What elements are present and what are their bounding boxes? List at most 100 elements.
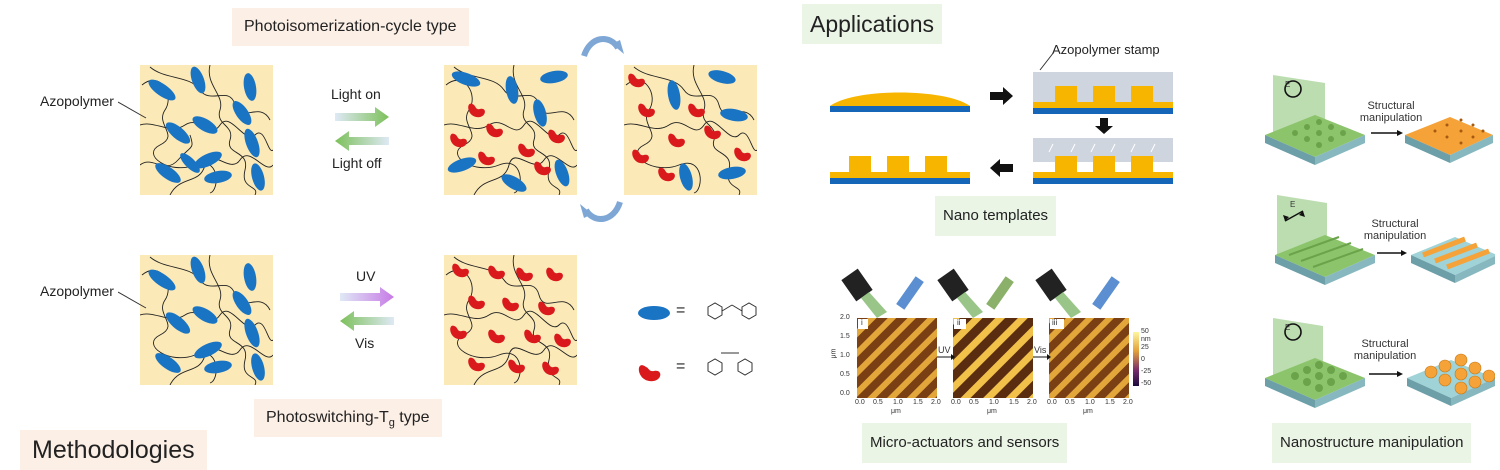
substrate-2 [1033, 108, 1173, 114]
afm-x-tick: 1.0 [893, 399, 903, 406]
cis-azo-symbol-icon [638, 365, 661, 382]
field-label-3: E [1285, 323, 1291, 332]
afm-x-tick: 0.0 [951, 399, 961, 406]
uv-vis-arrows [340, 287, 394, 331]
afm-x-tick: 1.0 [989, 399, 999, 406]
arrow-left-icon [990, 159, 1013, 177]
azopolymer-stamp-label: Azopolymer stamp [1052, 42, 1160, 57]
arrow-right-icon [990, 87, 1013, 105]
afm-x-tick: 0.5 [1065, 399, 1075, 406]
afm-x-unit: μm [1083, 408, 1093, 415]
cis-azobenzene-structure-icon [707, 352, 753, 376]
legend-equals-2: = [676, 358, 686, 375]
vis-label: Vis [355, 335, 375, 351]
light-arrows [335, 107, 389, 151]
molecule-legend [638, 302, 757, 382]
panel-cycle-2 [624, 65, 757, 195]
afm-cbar-tick: 50 [1141, 328, 1149, 335]
azopolymer-label-bottom: Azopolymer [40, 283, 114, 299]
light-on-label: Light on [331, 86, 381, 102]
afm-cbar-tick: -25 [1141, 368, 1152, 375]
gold-film [830, 92, 970, 106]
panel-cis-bottom [444, 255, 577, 385]
arrow-down-icon [1095, 118, 1113, 134]
afm-cbar-tick: -50 [1141, 380, 1152, 387]
field-label-1: E [1285, 80, 1291, 89]
structural-text: Structural [1367, 100, 1415, 112]
stamp-pointer [1039, 51, 1055, 71]
afm-uv-label: UV [938, 345, 951, 355]
afm-image-iii [1049, 318, 1129, 398]
afm-x-tick: 0.5 [969, 399, 979, 406]
afm-vis-label: Vis [1034, 345, 1047, 355]
afm-label-i: i [861, 318, 863, 327]
substrate-3 [1033, 178, 1173, 184]
afm-x-tick: 1.5 [1105, 399, 1115, 406]
afm-x-tick: 2.0 [931, 399, 941, 406]
structural-text: Structural [1361, 338, 1409, 350]
afm-x-tick: 2.0 [1027, 399, 1037, 406]
polymer-chains-cycle-2 [624, 65, 757, 195]
substrate-4 [830, 178, 970, 184]
afm-figure [841, 268, 1139, 398]
manipulation-text: manipulation [1363, 230, 1427, 242]
polymer-chains-cis-bottom [444, 255, 577, 385]
polymer-chains-trans-top [140, 65, 273, 195]
afm-image-i [857, 318, 937, 398]
afm-x-tick: 1.5 [1009, 399, 1019, 406]
photoswitching-tg-type-label: Photoswitching-Tg type [254, 399, 442, 437]
light-off-label: Light off [332, 155, 382, 171]
afm-colorbar [1133, 332, 1139, 386]
substrate-1 [830, 106, 970, 112]
azopolymer-pointer-top [118, 101, 147, 119]
afm-cbar-tick: 0 [1141, 356, 1145, 363]
afm-cbar-unit: nm [1141, 336, 1151, 343]
structural-text: Structural [1371, 218, 1419, 230]
afm-y-tick: 0.0 [840, 390, 850, 397]
afm-x-tick: 1.5 [913, 399, 923, 406]
circular-polarization-icon [1284, 80, 1302, 98]
nanostructure-manipulation-label: Nanostructure manipulation [1272, 423, 1472, 463]
nanostructure-row-1 [1265, 75, 1493, 165]
afm-y-tick: 2.0 [840, 314, 850, 321]
afm-x-unit: μm [891, 408, 901, 415]
polymer-chains-cycle-1 [444, 65, 577, 195]
manipulation-text: manipulation [1359, 112, 1423, 124]
afm-y-tick: 1.5 [840, 333, 850, 340]
tg-label-tail: type [394, 409, 430, 426]
cycle-arrow-top-icon [581, 36, 624, 58]
linear-polarization-icon [1284, 210, 1304, 222]
afm-x-tick: 0.0 [855, 399, 865, 406]
panel-trans-top [140, 65, 273, 195]
afm-cbar-tick: 25 [1141, 344, 1149, 351]
nano-template-process [830, 72, 1173, 184]
trans-azobenzene-structure-icon [707, 302, 757, 320]
azopolymer-label-top: Azopolymer [40, 93, 114, 109]
afm-y-unit: μm [830, 348, 838, 359]
panel-trans-bottom [140, 255, 273, 385]
afm-label-ii: ii [957, 318, 961, 327]
micro-actuators-label: Micro-actuators and sensors [862, 423, 1068, 463]
afm-x-tick: 0.5 [873, 399, 883, 406]
polymer-chains-trans-bottom [140, 255, 273, 385]
afm-y-tick: 0.5 [840, 371, 850, 378]
afm-label-iii: iii [1052, 318, 1058, 327]
tg-label-subscript: g [388, 417, 395, 430]
circular-polarization-icon-2 [1284, 323, 1302, 341]
manipulation-text: manipulation [1353, 350, 1417, 362]
uv-label: UV [356, 268, 376, 284]
cycle-arrow-bottom-icon [580, 200, 623, 222]
panel-cycle-1 [444, 65, 577, 195]
light-source-icons [841, 268, 1120, 318]
afm-x-tick: 0.0 [1047, 399, 1057, 406]
methodologies-section-label: Methodologies [20, 430, 207, 470]
trans-azo-symbol-icon [638, 306, 670, 320]
azopolymer-pointer-bottom [118, 291, 147, 309]
nanostructure-row-3 [1265, 318, 1495, 408]
afm-image-ii [953, 318, 1033, 398]
afm-y-tick: 1.0 [840, 352, 850, 359]
applications-section-label: Applications [802, 4, 943, 44]
